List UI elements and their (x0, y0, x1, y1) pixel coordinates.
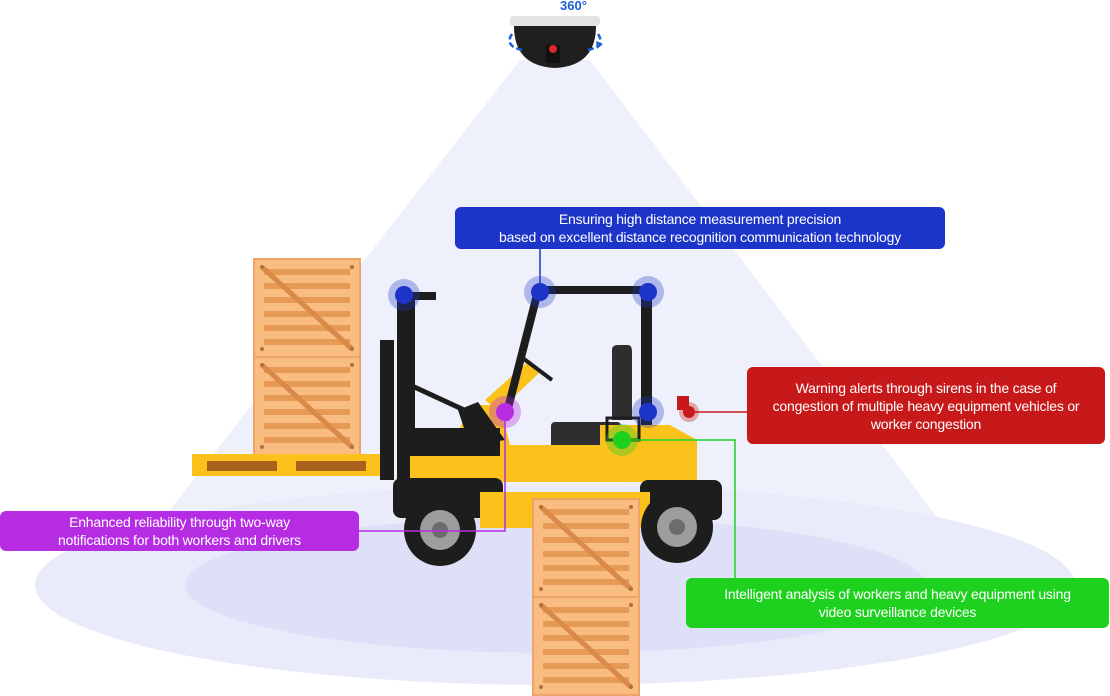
camera-rotation-label: 360° (560, 0, 587, 13)
callout-line: Warning alerts through sirens in the cas… (795, 379, 1057, 396)
callout-line: congestion of multiple heavy equipment v… (772, 397, 1080, 414)
callout-line: Enhanced reliability through two-way (69, 514, 290, 530)
callout-line: Ensuring high distance measurement preci… (558, 211, 842, 227)
callout-line: notifications for both workers and drive… (58, 532, 301, 548)
callout-line: based on excellent distance recognition … (498, 229, 901, 245)
fork-pallet (192, 454, 382, 476)
callout-siren-warning: Warning alerts through sirens in the cas… (747, 367, 1105, 444)
callout-line: video surveillance devices (818, 604, 977, 620)
dome-camera (508, 16, 603, 68)
crate-stack-left (254, 259, 360, 455)
callout-line: worker congestion (870, 415, 982, 432)
callout-line: Intelligent analysis of workers and heav… (724, 586, 1071, 602)
sensor-markers (388, 276, 699, 456)
callout-video-analysis: Intelligent analysis of workers and heav… (686, 578, 1109, 628)
callout-distance-precision: Ensuring high distance measurement preci… (455, 207, 945, 249)
callout-two-way-notification: Enhanced reliability through two-way not… (0, 511, 359, 551)
crate-stack-front (533, 499, 639, 695)
